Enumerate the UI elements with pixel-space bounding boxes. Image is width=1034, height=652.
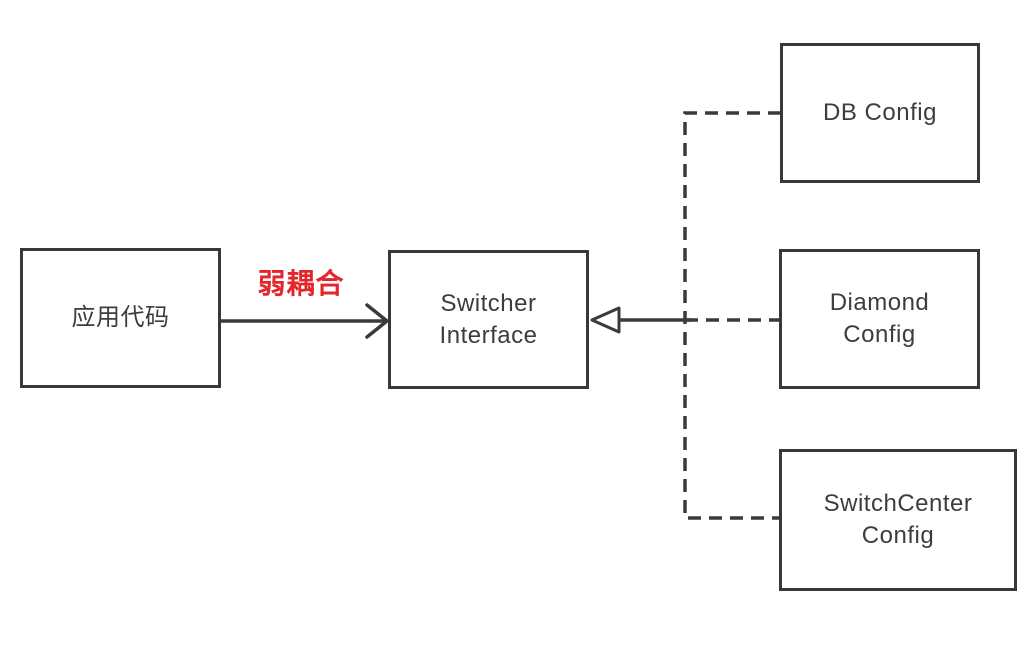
- node-app-code: 应用代码: [20, 248, 221, 388]
- node-app-code-label: 应用代码: [71, 304, 170, 331]
- hollow-triangle-left-arrowhead-icon: [590, 306, 621, 334]
- node-db-config: DB Config: [780, 43, 980, 183]
- node-switchcenter-config-label: SwitchCenter Config: [823, 490, 973, 549]
- chevron-right-arrowhead-icon: [365, 303, 389, 339]
- node-switcher-interface-label: Switcher Interface: [439, 289, 538, 349]
- node-diamond-config: Diamond Config: [779, 249, 980, 389]
- node-diamond-config-label: Diamond Config: [829, 289, 930, 348]
- weak-coupling-label: 弱耦合: [257, 268, 345, 299]
- node-switchcenter-config: SwitchCenter Config: [779, 449, 1017, 591]
- dashed-bus-db-to-switchcenter: [683, 111, 781, 520]
- node-db-config-label: DB Config: [823, 99, 937, 126]
- node-switcher-interface: Switcher Interface: [388, 250, 589, 389]
